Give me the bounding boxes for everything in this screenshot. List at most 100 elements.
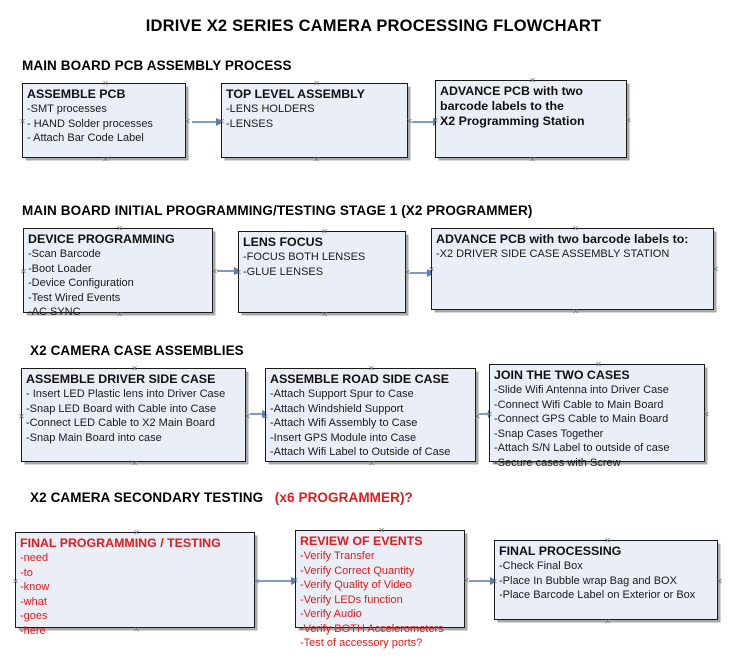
box-title: LENS FOCUS bbox=[243, 235, 323, 249]
box-title: ASSEMBLE PCB bbox=[27, 87, 126, 101]
box-line: - Insert LED Plastic lens into Driver Ca… bbox=[26, 388, 226, 400]
connector-handle-left[interactable] bbox=[11, 577, 20, 586]
box-final-programming-testing[interactable]: FINAL PROGRAMMING / TESTING -need -to -k… bbox=[15, 532, 255, 637]
box-line: -Verify Correct Quantity bbox=[300, 564, 415, 577]
box-lens-focus[interactable]: LENS FOCUS -FOCUS BOTH LENSES -GLUE LENS… bbox=[238, 231, 406, 313]
box-advance-pcb-programming-station[interactable]: ADVANCE PCB with two barcode labels to t… bbox=[435, 80, 627, 158]
box-line: -Connect LED Cable to X2 Main Board bbox=[26, 417, 215, 429]
connector-handle-bottom[interactable] bbox=[130, 459, 139, 468]
box-line: barcode labels to the bbox=[440, 99, 564, 113]
box-title: REVIEW OF EVENTS bbox=[300, 534, 423, 548]
box-title: FINAL PROCESSING bbox=[499, 544, 622, 558]
box-top-level-assembly[interactable]: TOP LEVEL ASSEMBLY -LENS HOLDERS -LENSES bbox=[221, 83, 408, 158]
box-line: -Scan Barcode bbox=[28, 248, 101, 260]
section-heading-3: X2 CAMERA CASE ASSEMBLIES bbox=[30, 343, 244, 358]
box-line: -LENS HOLDERS bbox=[226, 103, 315, 115]
box-review-of-events[interactable]: REVIEW OF EVENTS -Verify Transfer -Verif… bbox=[295, 530, 465, 649]
box-title: JOIN THE TWO CASES bbox=[494, 368, 630, 382]
box-title: DEVICE PROGRAMMING bbox=[28, 232, 175, 246]
connector-handle-bottom[interactable] bbox=[367, 459, 376, 468]
section-heading-1: MAIN BOARD PCB ASSEMBLY PROCESS bbox=[22, 58, 292, 73]
connector-handle-right[interactable] bbox=[715, 577, 724, 586]
box-assemble-driver-side-case[interactable]: ASSEMBLE DRIVER SIDE CASE - Insert LED P… bbox=[21, 368, 246, 462]
section-heading-4-main: X2 CAMERA SECONDARY TESTING bbox=[30, 490, 264, 505]
connector-handle-right[interactable] bbox=[624, 116, 633, 125]
box-line: -Boot Loader bbox=[28, 262, 92, 275]
box-line: -what bbox=[20, 595, 47, 608]
box-assemble-road-side-case[interactable]: ASSEMBLE ROAD SIDE CASE -Attach Support … bbox=[265, 368, 476, 462]
arrow-review-to-final-processing bbox=[469, 577, 498, 585]
connector-handle-right[interactable] bbox=[702, 410, 711, 419]
box-line: -AC SYNC bbox=[28, 306, 81, 318]
connector-handle-left[interactable] bbox=[17, 412, 26, 421]
box-join-the-two-cases[interactable]: JOIN THE TWO CASES -Slide Wifi Antenna i… bbox=[489, 364, 705, 469]
box-assemble-pcb[interactable]: ASSEMBLE PCB -SMT processes - HAND Solde… bbox=[22, 83, 186, 158]
box-line: -Secure cases with Screw bbox=[494, 456, 621, 469]
box-title: ASSEMBLE DRIVER SIDE CASE bbox=[26, 372, 216, 386]
arrow-driver-case-to-road-case bbox=[250, 410, 270, 418]
box-line-overflow: -Test of accessory ports? bbox=[300, 637, 423, 649]
box-line: -Snap LED Board with Cable into Case bbox=[26, 402, 217, 415]
box-line: -Attach Windshield Support bbox=[270, 402, 404, 415]
box-line: -Verify LEDs function bbox=[300, 593, 403, 606]
box-line: -need bbox=[20, 552, 49, 564]
box-line: -X2 DRIVER SIDE CASE ASSEMBLY STATION bbox=[436, 248, 670, 260]
box-line: -Connect GPS Cable to Main Board bbox=[494, 413, 669, 425]
box-line: -Attach Support Spur to Case bbox=[270, 388, 414, 400]
box-line: -Verify BOTH Accelerometers bbox=[300, 622, 444, 635]
connector-handle-bottom[interactable] bbox=[603, 617, 612, 626]
box-line: -Snap Cases Together bbox=[494, 427, 604, 440]
arrow-final-programming-to-review bbox=[258, 577, 299, 585]
box-line: -Place In Bubble wrap Bag and BOX bbox=[499, 574, 677, 587]
box-line: -Attach Wifi Assembly to Case bbox=[270, 417, 418, 429]
connector-handle-bottom[interactable] bbox=[101, 155, 110, 164]
page-title: IDRIVE X2 SERIES CAMERA PROCESSING FLOWC… bbox=[145, 17, 602, 35]
connector-handle-bottom[interactable] bbox=[320, 310, 329, 319]
box-final-processing[interactable]: FINAL PROCESSING -Check Final Box -Place… bbox=[494, 540, 718, 620]
box-title: ASSEMBLE ROAD SIDE CASE bbox=[270, 372, 449, 386]
box-line: -Slide Wifi Antenna into Driver Case bbox=[494, 384, 669, 396]
box-device-programming[interactable]: DEVICE PROGRAMMING -Scan Barcode -Boot L… bbox=[23, 228, 213, 318]
box-advance-pcb-case-assembly-station[interactable]: ADVANCE PCB with two barcode labels to: … bbox=[431, 228, 714, 310]
arrow-top-level-to-advance bbox=[412, 118, 441, 126]
box-line: -Attach S/N Label to outside of case bbox=[494, 442, 670, 454]
connector-handle-right[interactable] bbox=[183, 117, 192, 126]
box-line: -Insert GPS Module into Case bbox=[270, 431, 417, 444]
box-line: -Verify Quality of Video bbox=[300, 579, 412, 591]
box-line: -Place Barcode Label on Exterior or Box bbox=[499, 589, 696, 601]
box-title: ADVANCE PCB with two barcode labels to: bbox=[436, 232, 689, 246]
connector-handle-left[interactable] bbox=[18, 117, 27, 126]
box-line: -Snap Main Board into case bbox=[26, 431, 162, 444]
arrow-device-to-lens-focus bbox=[217, 267, 242, 275]
box-line: -Attach Wifi Label to Outside of Case bbox=[270, 446, 451, 458]
box-line: -Device Configuration bbox=[28, 277, 134, 289]
arrow-pcb-to-top-level bbox=[192, 118, 224, 126]
box-line: -Verify Audio bbox=[300, 608, 362, 620]
connector-handle-left[interactable] bbox=[19, 267, 28, 276]
box-title: ADVANCE PCB with two bbox=[440, 84, 583, 98]
box-line: -know bbox=[20, 581, 50, 593]
section-heading-4: X2 CAMERA SECONDARY TESTING (x6 PROGRAMM… bbox=[30, 490, 413, 505]
box-line: -Connect Wifi Cable to Main Board bbox=[494, 398, 664, 411]
box-line: -goes bbox=[20, 610, 48, 622]
box-line: -LENSES bbox=[226, 117, 274, 130]
box-line: -to bbox=[20, 566, 33, 579]
box-line: - HAND Solder processes bbox=[27, 117, 153, 130]
box-line: -SMT processes bbox=[27, 103, 107, 115]
box-title: TOP LEVEL ASSEMBLY bbox=[226, 87, 365, 101]
section-heading-2: MAIN BOARD INITIAL PROGRAMMING/TESTING S… bbox=[22, 203, 533, 218]
connector-handle-bottom[interactable] bbox=[571, 307, 580, 316]
box-line: -here bbox=[20, 624, 46, 637]
connector-handle-right[interactable] bbox=[711, 265, 720, 274]
box-line: -GLUE LENSES bbox=[243, 265, 324, 278]
connector-handle-bottom[interactable] bbox=[312, 155, 321, 164]
arrow-lens-focus-to-advance bbox=[410, 269, 435, 277]
box-line: X2 Programming Station bbox=[440, 114, 585, 128]
arrow-road-case-to-join-cases bbox=[479, 410, 496, 418]
section-heading-4-note: (x6 PROGRAMMER)? bbox=[274, 490, 413, 505]
box-line: - Attach Bar Code Label bbox=[27, 132, 144, 144]
connector-handle-bottom[interactable] bbox=[528, 155, 537, 164]
box-line: -Check Final Box bbox=[499, 560, 583, 572]
box-line: -Test Wired Events bbox=[28, 291, 121, 304]
